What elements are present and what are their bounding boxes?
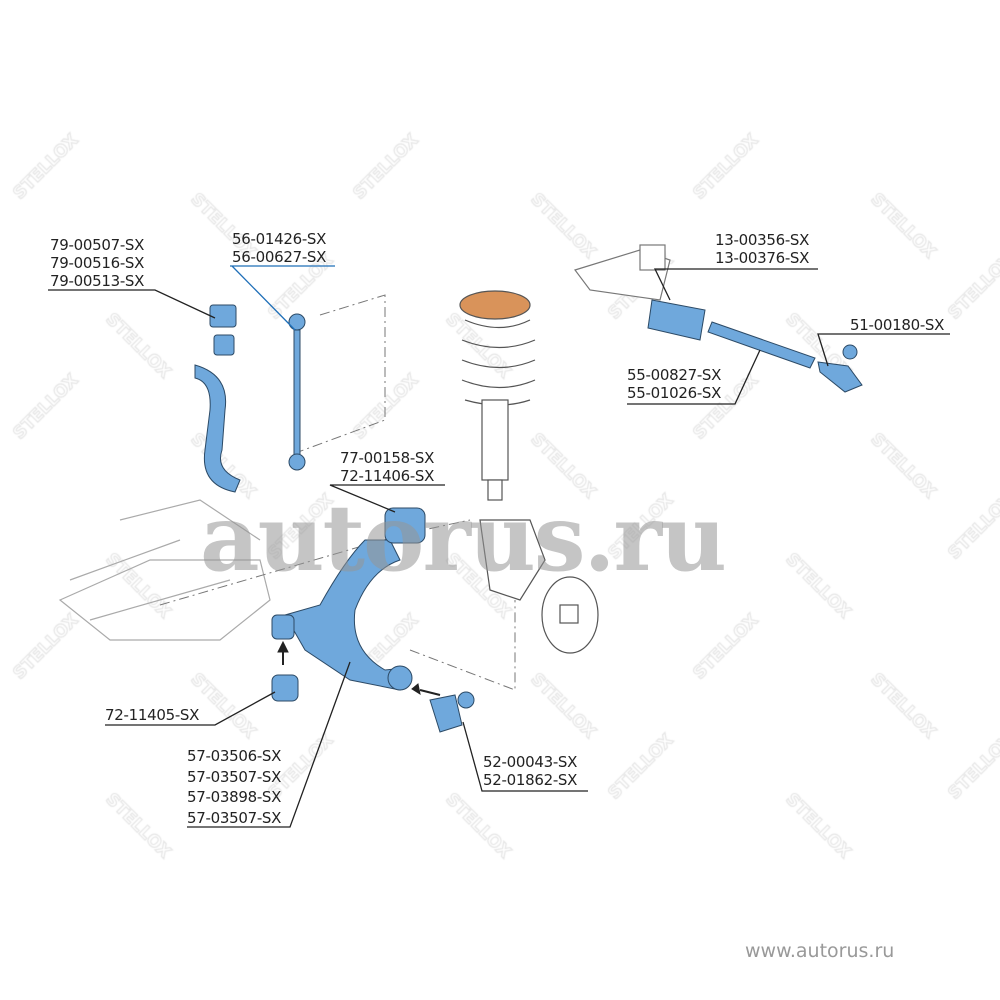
part-number[interactable]: 79-00516-SX (50, 254, 145, 272)
part-number[interactable]: 56-01426-SX (232, 230, 327, 248)
rear-bushing-labels: 77-00158-SX 72-11406-SX (340, 449, 434, 485)
steering-boot (647, 299, 706, 341)
part-number[interactable]: 57-03507-SX (187, 808, 282, 827)
part-number[interactable]: 57-03506-SX (187, 747, 282, 765)
knuckle-hub (479, 519, 599, 654)
steering-boot-labels: 13-00356-SX 13-00376-SX (715, 231, 809, 267)
stabilizer-link (288, 313, 306, 471)
part-number[interactable]: 79-00513-SX (50, 272, 145, 290)
stabilizer-bushing-labels: 79-00507-SX 79-00516-SX 79-00513-SX (50, 236, 144, 290)
rear-bushing (384, 507, 426, 544)
strut-assembly (459, 290, 536, 501)
subframe (58, 499, 271, 641)
steering-rack (574, 244, 671, 301)
arrows (277, 640, 441, 696)
leader-lines (48, 265, 950, 828)
tie-rod (707, 321, 816, 369)
part-number[interactable]: 55-01026-SX (627, 384, 722, 402)
tie-rod-labels: 55-00827-SX 55-01026-SX (627, 366, 721, 402)
control-arm (271, 507, 475, 733)
front-bushing-arm (271, 614, 295, 640)
part-number[interactable]: 77-00158-SX (340, 449, 435, 467)
part-number[interactable]: 72-11406-SX (340, 467, 435, 485)
part-number[interactable]: 57-03507-SX (187, 767, 282, 786)
stabilizer-bushing (209, 304, 237, 328)
front-bushing-label[interactable]: 72-11405-SX (105, 706, 200, 724)
part-number[interactable]: 57-03898-SX (187, 788, 282, 806)
stabilizer-bar (194, 304, 241, 493)
site-url: www.autorus.ru (745, 940, 895, 962)
part-number[interactable]: 13-00356-SX (715, 231, 810, 249)
part-number[interactable]: 52-00043-SX (483, 753, 578, 771)
stabilizer-link-labels: 56-01426-SX 56-00627-SX (232, 230, 326, 266)
autorus-watermark: autorus.ru (200, 484, 727, 592)
ball-joint (429, 694, 463, 733)
control-arm-labels: 57-03506-SX 57-03507-SX 57-03898-SX 57-0… (187, 746, 281, 828)
tie-rod-end-label[interactable]: 51-00180-SX (850, 316, 945, 334)
part-number-highlighted[interactable]: 56-00627-SX (232, 248, 327, 266)
part-number[interactable]: 52-01862-SX (483, 771, 578, 789)
ball-joint-labels: 52-00043-SX 52-01862-SX (483, 753, 577, 789)
front-bushing (271, 674, 299, 702)
part-number[interactable]: 79-00507-SX (50, 236, 145, 254)
part-number[interactable]: 55-00827-SX (627, 366, 722, 384)
tie-rod-end (817, 344, 863, 393)
part-number[interactable]: 13-00376-SX (715, 249, 810, 267)
